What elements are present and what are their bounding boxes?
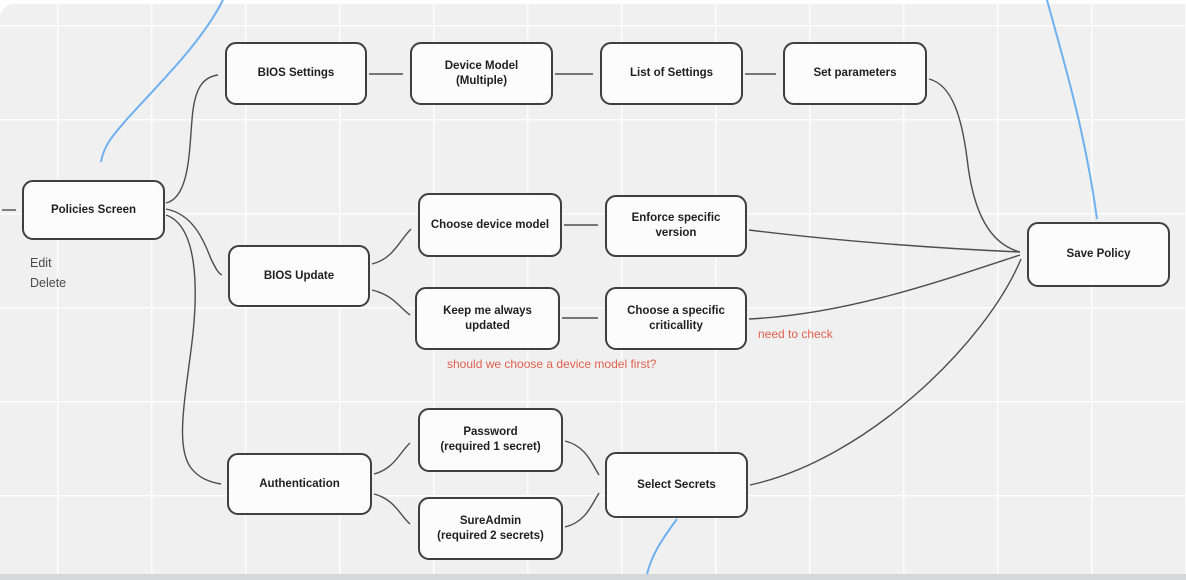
node-policies-screen[interactable]: Policies Screen xyxy=(22,180,165,240)
node-keep-me-always-updated[interactable]: Keep me always updated xyxy=(415,287,560,350)
node-authentication[interactable]: Authentication xyxy=(227,453,372,515)
grid-background xyxy=(0,4,1186,574)
node-choose-a-specific-criticallity[interactable]: Choose a specific criticallity xyxy=(605,287,747,350)
annotation-device-model-question[interactable]: should we choose a device model first? xyxy=(447,357,657,371)
node-password[interactable]: Password (required 1 secret) xyxy=(418,408,563,472)
node-bios-settings[interactable]: BIOS Settings xyxy=(225,42,367,105)
node-bios-update[interactable]: BIOS Update xyxy=(228,245,370,307)
window-edge-bottom xyxy=(0,574,1186,580)
node-select-secrets[interactable]: Select Secrets xyxy=(605,452,748,518)
annotation-need-to-check[interactable]: need to check xyxy=(758,327,833,341)
node-sureadmin[interactable]: SureAdmin (required 2 secrets) xyxy=(418,497,563,560)
node-choose-device-model[interactable]: Choose device model xyxy=(418,193,562,257)
node-enforce-specific-version[interactable]: Enforce specific version xyxy=(605,195,747,257)
node-device-model[interactable]: Device Model (Multiple) xyxy=(410,42,553,105)
annotation-edit[interactable]: Edit xyxy=(30,256,52,270)
node-set-parameters[interactable]: Set parameters xyxy=(783,42,927,105)
node-save-policy[interactable]: Save Policy xyxy=(1027,222,1170,287)
node-list-of-settings[interactable]: List of Settings xyxy=(600,42,743,105)
annotation-delete[interactable]: Delete xyxy=(30,276,67,290)
